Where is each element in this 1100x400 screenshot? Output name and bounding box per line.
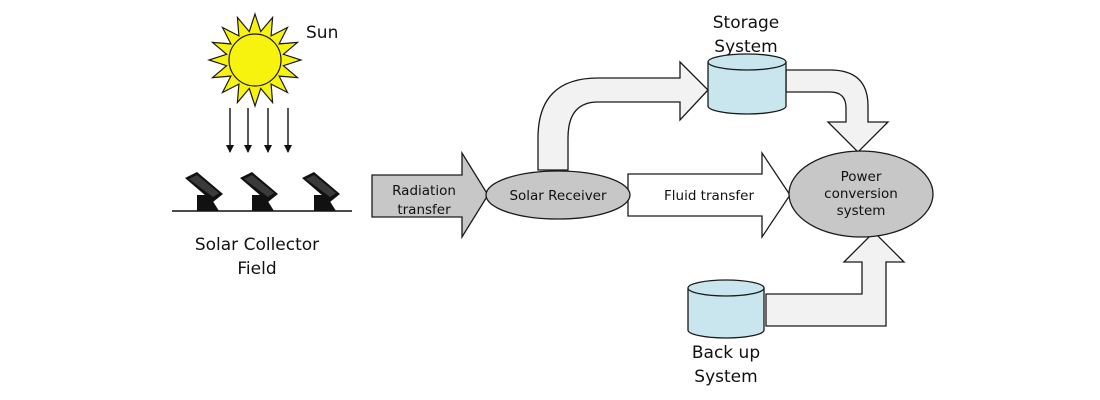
power-label-line1: Power	[841, 169, 882, 185]
storage-label-line1: Storage	[713, 13, 780, 33]
radiation-label-line1: Radiation	[392, 183, 456, 199]
fluid-transfer-label: Fluid transfer	[664, 188, 754, 204]
collector-label-line2: Field	[237, 259, 276, 279]
solar-panel-icon	[185, 172, 223, 211]
storage-to-power-arrow	[785, 69, 890, 153]
power-label-line3: system	[837, 203, 886, 219]
storage-tank-icon	[707, 53, 787, 115]
solar-receiver-node	[485, 170, 631, 220]
solar-panel-icon	[302, 172, 340, 211]
sun-label: Sun	[306, 23, 338, 43]
power-label-line2: conversion	[824, 186, 898, 202]
fluid-transfer-arrow	[627, 150, 791, 240]
backup-tank-icon	[687, 279, 765, 339]
backup-label-line1: Back up	[692, 343, 760, 363]
sun-core	[228, 33, 282, 87]
radiation-transfer-arrow	[371, 150, 489, 240]
sun-icon	[207, 12, 303, 108]
solar-receiver-label: Solar Receiver	[509, 188, 607, 204]
radiation-label-line2: transfer	[397, 202, 451, 218]
backup-label-line2: System	[694, 367, 757, 387]
power-conversion-node	[788, 150, 934, 238]
sunlight-arrows	[226, 108, 292, 153]
collector-label-line1: Solar Collector	[195, 235, 319, 255]
solar-panel-icon	[240, 172, 278, 211]
backup-to-power-arrow	[765, 231, 906, 327]
storage-label-line2: System	[714, 37, 777, 57]
receiver-to-storage-arrow	[537, 60, 709, 171]
